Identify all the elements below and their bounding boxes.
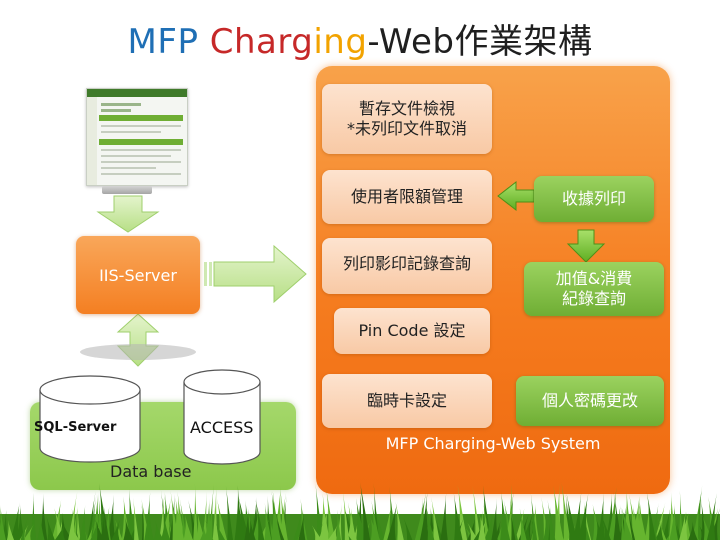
receipt-print-box: 收據列印	[534, 176, 654, 222]
iis-server-box: IIS-Server	[76, 236, 200, 314]
temp-document-view-box: 暫存文件檢視 *未列印文件取消	[322, 84, 492, 154]
topup-consumption-label: 加值&消費	[555, 269, 633, 288]
topup-consumption-box: 加值&消費 紀錄查詢	[524, 262, 664, 316]
monitor-stand-icon	[102, 186, 152, 194]
sql-server-label: SQL-Server	[34, 420, 117, 435]
personal-password-box: 個人密碼更改	[516, 376, 664, 426]
page-title: MFP Charging-Web作業架構	[0, 14, 720, 63]
title-part-web: -Web作業架構	[367, 22, 593, 62]
grass-border-icon	[0, 482, 720, 540]
database-label: Data base	[110, 462, 192, 481]
user-quota-box: 使用者限額管理	[322, 170, 492, 224]
sql-server-database-icon	[39, 375, 141, 463]
pin-code-setting-box: Pin Code 設定	[334, 308, 490, 354]
print-log-query-box: 列印影印記錄查詢	[322, 238, 492, 294]
screenshot-thumbnail-icon	[86, 88, 188, 186]
temp-document-view-label: 暫存文件檢視	[358, 99, 455, 118]
title-part-ing: ing	[313, 22, 368, 62]
system-name-label: MFP Charging-Web System	[385, 434, 601, 453]
cancel-unprinted-label: *未列印文件取消	[346, 119, 467, 138]
arrow-down-icon	[96, 195, 160, 233]
title-part-mfp: MFP	[127, 22, 210, 62]
temp-card-setting-box: 臨時卡設定	[322, 374, 492, 428]
record-query-label: 紀錄查詢	[561, 289, 626, 308]
arrow-left-icon	[497, 180, 535, 212]
title-part-charg: Charg	[209, 22, 314, 62]
arrow-right-icon	[213, 244, 307, 304]
access-label: ACCESS	[190, 418, 254, 437]
access-database-icon	[183, 369, 261, 465]
arrow-down-green-icon	[566, 229, 606, 263]
